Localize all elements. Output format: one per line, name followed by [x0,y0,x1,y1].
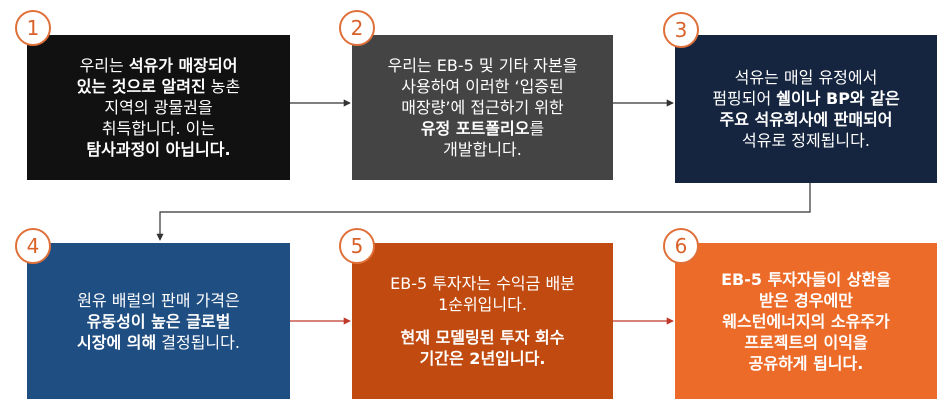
text-segment: 펌핑되어 [712,89,777,108]
text-segment: 공유하게 됩니다. [748,353,864,373]
step-text-line: 1순위입니다. [438,294,527,315]
step-6-number-badge: 6 [663,228,699,264]
step-text-line: 우리는 EB-5 및 기타 자본을 [388,55,578,76]
text-segment: 취득합니다. 이는 [101,119,216,138]
text-segment: 석유가 매장되어 [128,56,238,75]
text-segment: 개발합니다. [443,140,522,159]
step-text-line: 있는 것으로 알려진 농촌 [77,76,240,97]
text-segment: 매장량’에 접근하기 위한 [401,98,564,117]
step-3-number-badge: 3 [663,12,699,48]
text-segment: 농촌 [205,77,241,96]
text-segment: EB-5 투자자는 수익금 배분 [390,274,575,293]
step-text-line: 펌핑되어 쉘이나 BP와 같은 [712,88,899,109]
step-4-number-badge: 4 [15,228,51,264]
step-text-line: 유정 포트폴리오를 [421,118,544,139]
text-segment: 원유 배럴의 판매 가격은 [77,290,240,310]
step-text-line: 웨스턴에너지의 소유주가 [722,311,890,332]
step-text-line: 현재 모델링된 투자 회수 [401,327,565,348]
step-text-line: EB-5 투자자는 수익금 배분 [390,273,575,294]
step-text-line: 석유는 매일 유정에서 [735,67,878,88]
arrow-3-to-4 [156,183,811,241]
step-text-line: EB-5 투자자들이 상환을 [721,269,891,290]
step-text-line: 지역의 광물권을 [104,97,212,118]
text-segment: 결정됩니다. [156,332,240,352]
step-text-line: 유동성이 높은 글로벌 [87,311,231,332]
text-segment: 우리는 [79,56,129,75]
step-text-line: 매장량’에 접근하기 위한 [401,97,563,118]
text-segment: 받은 경우에만 [759,290,853,310]
step-1-number-badge: 1 [15,10,51,46]
step-text-line: 프로젝트의 이익을 [744,332,867,353]
step-text-line: 우리는 석유가 매장되어 [80,55,238,76]
text-segment: 현재 모델링된 투자 회수 [400,328,565,347]
text-segment: 석유로 정제됩니다. [742,131,870,150]
step-text-line: 사용하여 이러한 ‘입증된 [401,76,563,97]
step-text-line: 취득합니다. 이는 [102,118,215,139]
text-segment: 쉘이나 BP와 같은 [776,89,900,108]
text-segment: 1순위입니다. [438,295,527,314]
text-segment: 지역의 광물권을 [104,98,213,117]
step-text-line: 원유 배럴의 판매 가격은 [77,290,239,311]
text-segment: 프로젝트의 이익을 [744,332,868,352]
step-text-line: 석유로 정제됩니다. [742,130,870,151]
step-2-number-badge: 2 [339,10,375,46]
step-text-line: 받은 경우에만 [759,290,853,311]
text-segment: 웨스턴에너지의 소유주가 [722,311,890,331]
step-text-line: 공유하게 됩니다. [749,353,864,374]
text-segment: 주요 석유회사에 판매되어 [719,110,893,129]
step-text-line: 기간은 2년입니다. [420,348,546,369]
text-segment: 있는 것으로 알려진 [76,77,206,96]
text-segment: 유정 포트폴리오 [420,119,530,138]
step-5-number-badge: 5 [339,228,375,264]
step-text-line: 주요 석유회사에 판매되어 [719,109,892,130]
step-text-line: 시장에 의해 결정됩니다. [77,332,240,353]
text-segment: 를 [529,119,545,138]
step-text-line: 개발합니다. [443,139,522,160]
text-segment: 유동성이 높은 글로벌 [86,311,231,331]
text-segment: EB-5 투자자들이 상환을 [721,269,891,289]
text-segment: 탐사과정이 아닙니다. [86,140,231,159]
text-segment: 시장에 의해 [77,332,157,352]
text-segment: 우리는 EB-5 및 기타 자본을 [387,56,578,75]
text-segment: 사용하여 이러한 ‘입증된 [401,77,564,96]
text-segment: 기간은 2년입니다. [419,349,546,368]
text-segment: 석유는 매일 유정에서 [734,68,878,87]
step-text-line: 탐사과정이 아닙니다. [86,139,230,160]
